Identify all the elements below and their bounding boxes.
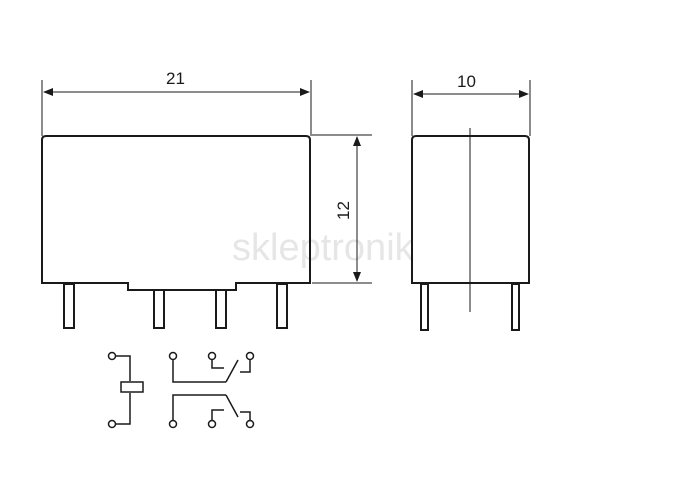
front-pin-1 xyxy=(63,283,75,329)
upper-common-lead xyxy=(172,360,226,383)
lower-no-lead xyxy=(240,411,251,420)
front-view: 21 12 xyxy=(41,69,372,329)
upper-nc-lead xyxy=(211,360,224,369)
lower-nc-lead xyxy=(211,409,224,420)
lower-switch-blade xyxy=(225,394,239,418)
watermark-text: skleptronik xyxy=(232,227,415,269)
side-width-label: 10 xyxy=(457,72,476,91)
upper-switch-blade xyxy=(225,359,239,383)
front-body-outline xyxy=(41,135,311,291)
contact-schematic xyxy=(107,351,255,429)
upper-common-terminal xyxy=(168,351,178,361)
lower-no-terminal xyxy=(245,419,255,429)
coil-terminal-top xyxy=(107,351,117,361)
front-pin-4 xyxy=(276,283,288,329)
side-body-outline xyxy=(411,135,530,284)
upper-nc-terminal xyxy=(207,351,217,361)
coil-symbol xyxy=(107,351,144,429)
upper-no-lead xyxy=(240,360,251,373)
front-pin-2 xyxy=(153,289,165,329)
coil-lead-top xyxy=(116,355,131,381)
side-view: 10 xyxy=(411,72,531,331)
upper-no-terminal xyxy=(245,351,255,361)
coil-terminal-bottom xyxy=(107,419,117,429)
coil-box xyxy=(120,381,144,393)
side-pin-right xyxy=(511,283,520,331)
lower-nc-terminal xyxy=(207,419,217,429)
side-pin-left xyxy=(420,283,429,331)
coil-lead-bottom xyxy=(116,393,131,425)
front-pin-3 xyxy=(215,289,227,329)
lower-common-lead xyxy=(172,394,226,420)
upper-contact-group xyxy=(168,351,255,383)
front-width-label: 21 xyxy=(166,69,185,88)
height-label: 12 xyxy=(334,201,353,220)
lower-common-terminal xyxy=(168,419,178,429)
lower-contact-group xyxy=(168,394,255,429)
